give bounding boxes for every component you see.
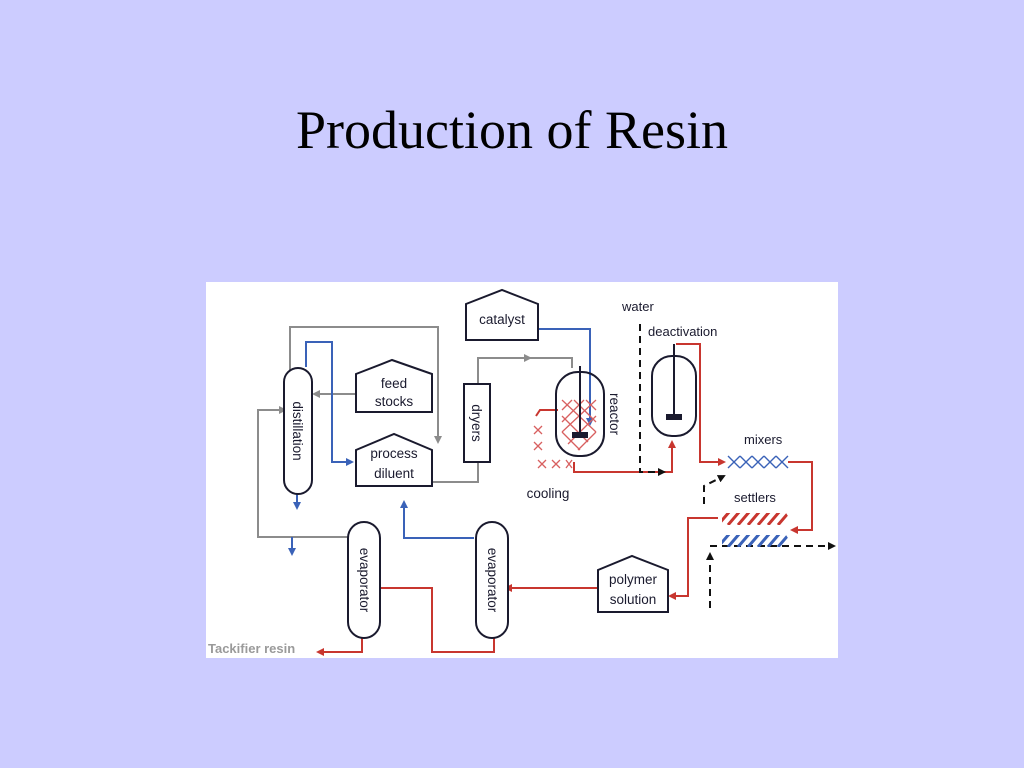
feed-stocks-tank <box>355 358 433 413</box>
deactivation-to-mixers-line <box>676 343 726 466</box>
settlers-to-polymer-line <box>668 517 718 600</box>
evaporator-to-evaporator-line <box>368 584 495 653</box>
evaporator-to-diluent-line <box>400 500 474 539</box>
dashed-to-settlers <box>703 475 726 504</box>
polymer-solution-label-line1: polymer <box>609 572 658 587</box>
dryers-unit <box>463 383 491 463</box>
slide-title: Production of Resin <box>296 100 728 160</box>
catalyst-label: catalyst <box>479 312 525 327</box>
catalyst-tank <box>465 288 539 341</box>
evaporator-right <box>475 521 509 639</box>
dryers-to-reactor-line <box>477 354 532 385</box>
mixers-to-settlers-line <box>788 461 813 534</box>
gray-to-reactor-top <box>530 357 573 368</box>
feed-stocks-label-line2: stocks <box>375 394 414 409</box>
reactor-vessel <box>533 366 605 469</box>
flow-diagram-svg: catalyst feed stocks process diluent dis… <box>208 288 836 656</box>
process-diluent-label-line1: process <box>370 446 418 461</box>
tackifier-resin-label: Tackifier resin <box>208 641 295 656</box>
deactivation-label: deactivation <box>648 324 717 339</box>
dashed-flow-lines <box>639 324 836 608</box>
reactor-label: reactor <box>607 393 622 436</box>
diluent-to-dryers-line <box>430 456 479 483</box>
polymer-solution-label-line2: solution <box>610 592 657 607</box>
blue-distillation-top <box>305 341 354 466</box>
evaporator-left <box>347 521 381 639</box>
process-flow-diagram: catalyst feed stocks process diluent dis… <box>206 282 838 658</box>
cooling-label: cooling <box>527 486 570 501</box>
gray-flow-lines <box>257 326 573 538</box>
catalyst-to-reactor-line <box>536 328 594 426</box>
feed-stocks-label-line1: feed <box>381 376 407 391</box>
dryers-label: dryers <box>469 404 484 442</box>
cooling-left-arc <box>535 409 558 417</box>
water-dashed-line <box>639 324 666 476</box>
evaporator-left-label: evaporator <box>357 548 372 613</box>
mixers-label: mixers <box>744 432 783 447</box>
settlers-label: settlers <box>734 490 776 505</box>
water-label: water <box>621 299 654 314</box>
mixers-unit <box>727 455 789 469</box>
distillation-column <box>283 367 313 495</box>
settlers-unit <box>722 513 790 547</box>
cooling-loop <box>573 440 676 473</box>
process-diluent-label-line2: diluent <box>374 466 414 481</box>
process-diluent-tank <box>355 432 433 487</box>
polymer-solution-tank <box>597 554 669 613</box>
blue-flow-lines <box>288 328 594 556</box>
distillation-label: distillation <box>290 401 305 460</box>
deactivation-vessel <box>651 344 697 437</box>
gray-loop-top <box>289 326 442 444</box>
evaporator-right-label: evaporator <box>485 548 500 613</box>
